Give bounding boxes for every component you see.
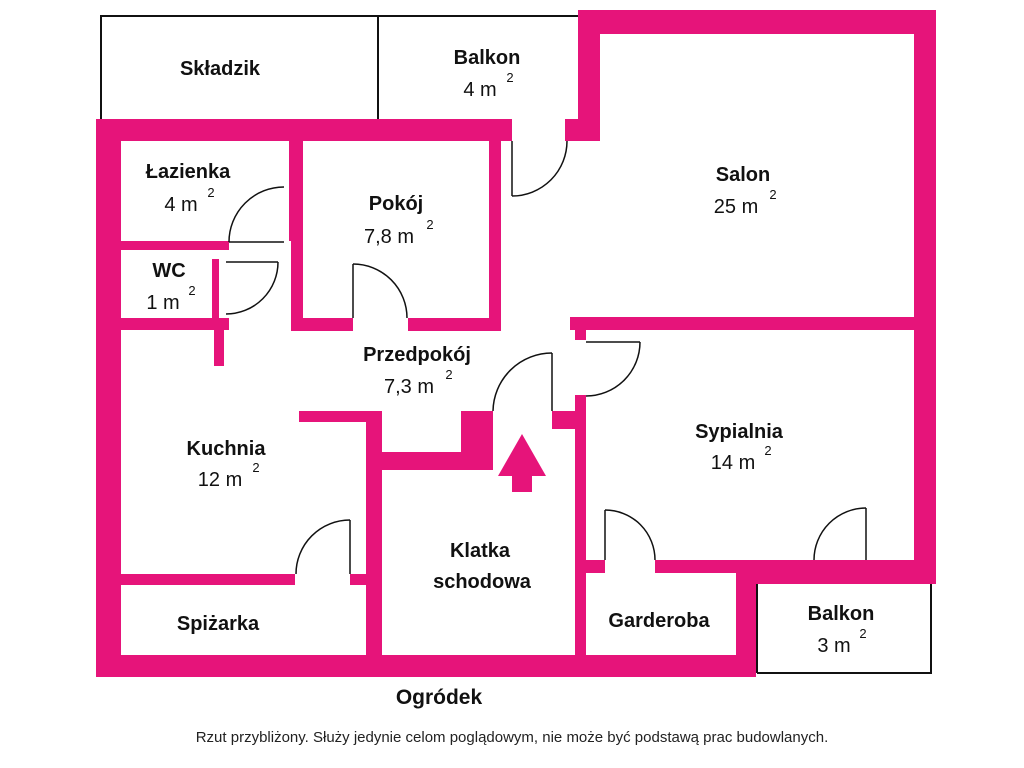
wall-garderoba-top-right bbox=[655, 560, 756, 573]
room-kuchnia-sup: 2 bbox=[252, 460, 259, 475]
room-wc-sup: 2 bbox=[188, 283, 195, 298]
room-przedpokoj-area: 7,3 m bbox=[384, 376, 434, 398]
wall-pokoj-left bbox=[291, 141, 303, 331]
door-wc bbox=[225, 261, 279, 315]
room-klatka-name-2: schodowa bbox=[433, 571, 532, 593]
wall-garderoba-right bbox=[736, 560, 756, 677]
doors bbox=[225, 140, 867, 575]
wall-salon-bottom bbox=[570, 317, 936, 330]
room-balkon-bottom-area: 3 m bbox=[817, 635, 850, 657]
door-kuchnia bbox=[295, 519, 351, 575]
balkon-bottom-outline bbox=[757, 582, 932, 674]
disclaimer-caption: Rzut przybliżony. Służy jedynie celom po… bbox=[195, 729, 829, 746]
wall-sypialnia-left bbox=[575, 395, 586, 655]
room-spizarka-name: Spiżarka bbox=[177, 613, 260, 635]
wall-salon-top bbox=[578, 10, 936, 34]
wall-pokoj-bottom-right bbox=[408, 318, 501, 331]
door-lazienka bbox=[228, 186, 285, 243]
skladzik-outline bbox=[100, 15, 580, 119]
wall-wc-right bbox=[212, 259, 219, 321]
room-sypialnia-name: Sypialnia bbox=[695, 421, 784, 443]
walls bbox=[96, 10, 936, 677]
wall-left bbox=[96, 119, 121, 677]
wall-garderoba-top-left bbox=[575, 560, 605, 573]
wall-lazienka-bottom bbox=[121, 241, 229, 250]
door-sypialnia bbox=[585, 341, 641, 397]
door-balkon-top bbox=[511, 140, 568, 197]
room-balkon-bottom-name: Balkon bbox=[808, 603, 875, 625]
wall-stair-notch-right bbox=[552, 411, 586, 429]
room-skladzik-name: Składzik bbox=[180, 58, 261, 80]
room-garderoba-name: Garderoba bbox=[608, 610, 710, 632]
door-balkon-bottom bbox=[813, 507, 867, 561]
outside-ogrodek-label: Ogródek bbox=[396, 686, 483, 709]
room-lazienka-name: Łazienka bbox=[146, 161, 231, 183]
room-sypialnia-sup: 2 bbox=[764, 443, 771, 458]
door-pokoj bbox=[352, 263, 408, 319]
wall-salon-left-upper bbox=[578, 10, 600, 141]
room-balkon-top-area: 4 m bbox=[463, 79, 496, 101]
wall-klatka-left bbox=[366, 452, 382, 677]
wall-pokoj-right bbox=[489, 141, 501, 331]
room-wc-name: WC bbox=[152, 260, 185, 282]
arrow-up-icon bbox=[498, 434, 546, 492]
room-salon-sup: 2 bbox=[769, 187, 776, 202]
room-kuchnia-area: 12 m bbox=[198, 469, 242, 491]
room-salon-name: Salon bbox=[716, 164, 770, 186]
room-klatka-name-1: Klatka bbox=[450, 540, 511, 562]
room-labels: Składzik Balkon 4 m 2 Łazienka 4 m 2 Pok… bbox=[146, 47, 875, 709]
wall-stair-top-left bbox=[366, 452, 473, 470]
wall-stair-notch-left bbox=[461, 411, 493, 470]
room-kuchnia-name: Kuchnia bbox=[187, 438, 267, 460]
wall-kuchnia-bottom-right bbox=[350, 574, 382, 585]
room-przedpokoj-sup: 2 bbox=[445, 367, 452, 382]
wall-right bbox=[914, 10, 936, 584]
room-balkon-bottom-sup: 2 bbox=[859, 626, 866, 641]
wall-top-left bbox=[96, 119, 512, 141]
room-lazienka-sup: 2 bbox=[207, 185, 214, 200]
room-lazienka-area: 4 m bbox=[164, 194, 197, 216]
room-balkon-top-name: Balkon bbox=[454, 47, 521, 69]
room-salon-area: 25 m bbox=[714, 196, 758, 218]
wall-pokoj-bottom-left bbox=[291, 318, 353, 331]
room-wc-area: 1 m bbox=[146, 292, 179, 314]
room-pokoj-name: Pokój bbox=[369, 193, 423, 215]
door-entrance bbox=[492, 352, 553, 412]
wall-kuchnia-bottom-left bbox=[121, 574, 295, 585]
wall-bottom bbox=[96, 655, 756, 677]
room-pokoj-area: 7,8 m bbox=[364, 226, 414, 248]
room-sypialnia-area: 14 m bbox=[711, 452, 755, 474]
wall-bottom-right bbox=[736, 560, 936, 584]
door-garderoba bbox=[604, 509, 656, 561]
room-przedpokoj-name: Przedpokój bbox=[363, 344, 471, 366]
wall-kuchnia-top bbox=[299, 411, 376, 422]
room-pokoj-sup: 2 bbox=[426, 217, 433, 232]
wall-wc-bottom bbox=[121, 318, 229, 330]
room-balkon-top-sup: 2 bbox=[506, 70, 513, 85]
wall-wc-stub bbox=[214, 330, 224, 366]
wall-sypialnia-left-upper bbox=[575, 330, 586, 340]
